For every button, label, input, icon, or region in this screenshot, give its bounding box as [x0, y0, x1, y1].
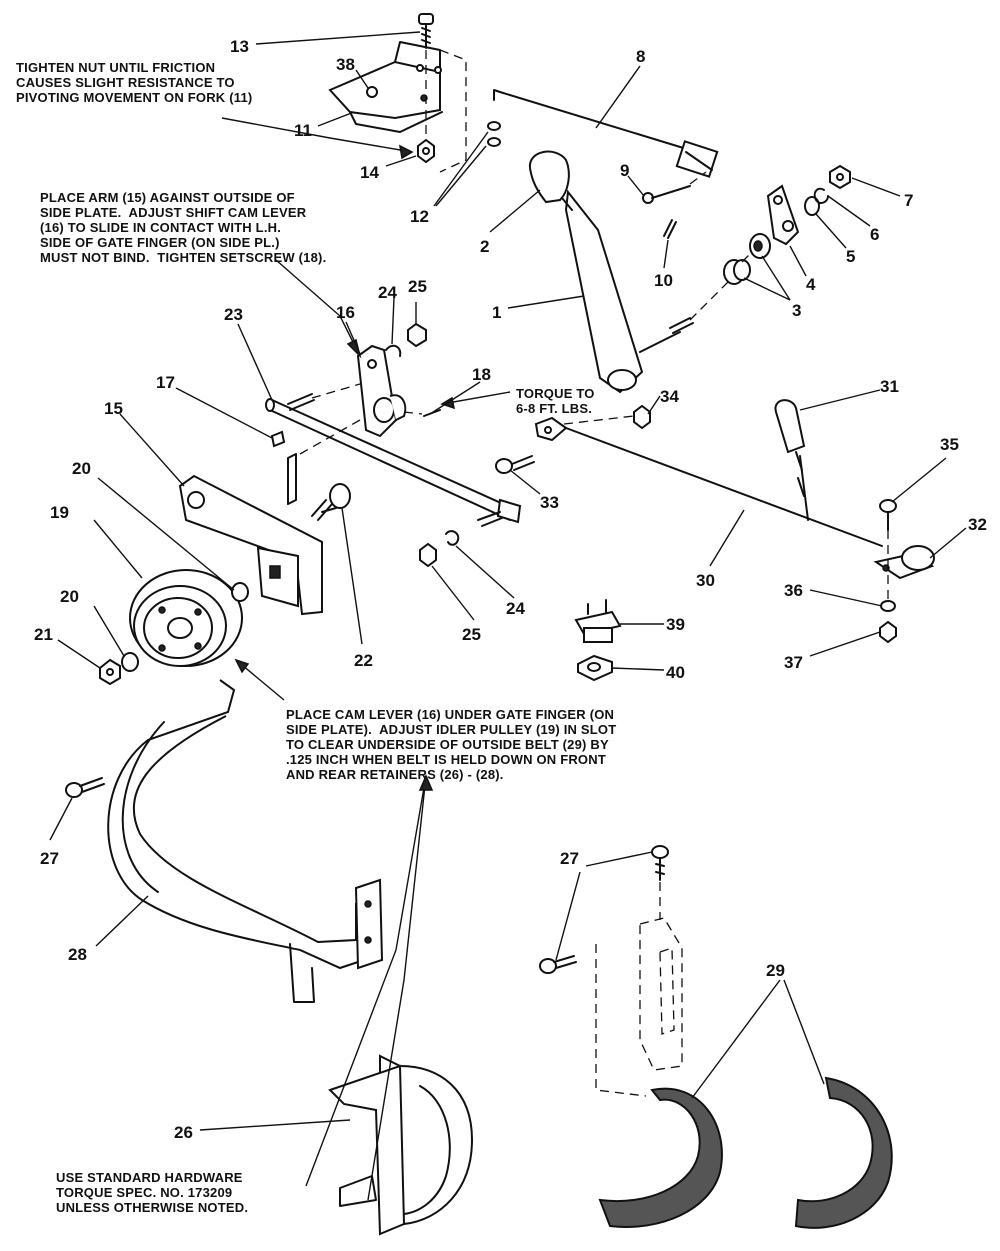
knob-31	[774, 399, 806, 497]
pin-17	[270, 430, 286, 448]
callout-24a: 24	[378, 283, 397, 302]
callout-16: 16	[336, 303, 355, 322]
rod-8	[493, 89, 719, 178]
callout-4: 4	[806, 275, 816, 294]
washer-20a	[231, 582, 249, 602]
callout-3: 3	[792, 301, 801, 320]
callout-26: 26	[174, 1123, 193, 1142]
callout-21: 21	[34, 625, 53, 644]
callout-40: 40	[666, 663, 685, 682]
callout-6: 6	[870, 225, 879, 244]
callout-2: 2	[480, 237, 489, 256]
callout-14: 14	[360, 163, 379, 182]
callout-20b: 20	[60, 587, 79, 606]
callout-34: 34	[660, 387, 679, 406]
callout-22: 22	[354, 651, 373, 670]
retainer-28	[107, 679, 384, 1003]
callout-27b: 27	[560, 849, 579, 868]
note-fork-nut: TIGHTEN NUT UNTIL FRICTION CAUSES SLIGHT…	[16, 60, 253, 105]
callout-38: 38	[336, 55, 355, 74]
nut-40	[577, 654, 613, 682]
callout-25a: 25	[408, 277, 427, 296]
callout-27a: 27	[40, 849, 59, 868]
shift-lever-1	[564, 189, 694, 394]
idler-pulley-19	[129, 569, 243, 667]
nut-25a	[407, 322, 427, 348]
callout-30: 30	[696, 571, 715, 590]
washer-36	[880, 600, 896, 612]
callout-39: 39	[666, 615, 685, 634]
callout-28: 28	[68, 945, 87, 964]
callout-9: 9	[620, 161, 629, 180]
callout-19: 19	[50, 503, 69, 522]
bushings-3	[723, 233, 771, 285]
cam-lever-16	[356, 344, 407, 438]
callout-11: 11	[294, 121, 312, 140]
cotter-10	[663, 219, 677, 239]
callout-37: 37	[784, 653, 803, 672]
clamp-32	[873, 545, 935, 580]
callout-12: 12	[410, 207, 429, 226]
belt-29b	[794, 1076, 893, 1229]
callout-35: 35	[940, 435, 959, 454]
callout-29: 29	[766, 961, 785, 980]
lockwasher-24a	[385, 344, 402, 357]
callout-5: 5	[846, 247, 855, 266]
arm-4	[766, 184, 800, 246]
callout-36: 36	[784, 581, 803, 600]
bolt-27a	[65, 777, 105, 798]
retainer-26	[328, 1054, 474, 1236]
note-cam-lever: PLACE CAM LEVER (16) UNDER GATE FINGER (…	[286, 707, 617, 782]
callout-33: 33	[540, 493, 559, 512]
callout-31: 31	[880, 377, 899, 396]
nut-25b	[419, 542, 437, 568]
callout-17: 17	[156, 373, 175, 392]
arm-15	[178, 453, 323, 616]
washers-12	[487, 121, 501, 147]
callout-10: 10	[654, 271, 673, 290]
pin-9	[642, 185, 691, 204]
callout-8: 8	[636, 47, 645, 66]
bolt-22	[311, 483, 351, 521]
callout-20a: 20	[72, 459, 91, 478]
nut-37	[879, 620, 897, 644]
callout-24b: 24	[506, 599, 525, 618]
note-arm-adjust: PLACE ARM (15) AGAINST OUTSIDE OF SIDE P…	[40, 190, 327, 265]
bolt-35	[879, 499, 897, 531]
washer-20b	[121, 652, 139, 672]
callout-23: 23	[224, 305, 243, 324]
knob-2	[528, 150, 573, 211]
lockwasher-6	[813, 187, 829, 204]
lockwasher-24b	[445, 530, 460, 546]
bolt-27b	[651, 845, 669, 881]
bolt-33	[495, 455, 535, 474]
note-hardware: USE STANDARD HARDWARE TORQUE SPEC. NO. 1…	[56, 1170, 249, 1215]
callout-13: 13	[230, 37, 249, 56]
callout-1: 1	[492, 303, 501, 322]
switch-39	[574, 599, 622, 643]
shift-rod-23	[265, 393, 522, 527]
washer-5	[804, 196, 820, 216]
nut-7	[829, 164, 851, 190]
note-torque: TORQUE TO 6-8 FT. LBS.	[516, 386, 595, 416]
nut-21	[99, 658, 121, 686]
belt-29a	[598, 1087, 723, 1228]
nut-14	[417, 138, 435, 164]
bolt-27c	[539, 955, 577, 974]
belt-guide	[595, 917, 683, 1097]
callout-25b: 25	[462, 625, 481, 644]
callout-18: 18	[472, 365, 491, 384]
nut-34	[633, 404, 651, 430]
rod-30	[534, 416, 883, 547]
callout-15: 15	[104, 399, 123, 418]
callout-7: 7	[904, 191, 913, 210]
callout-32: 32	[968, 515, 987, 534]
bolt-13	[418, 13, 434, 49]
